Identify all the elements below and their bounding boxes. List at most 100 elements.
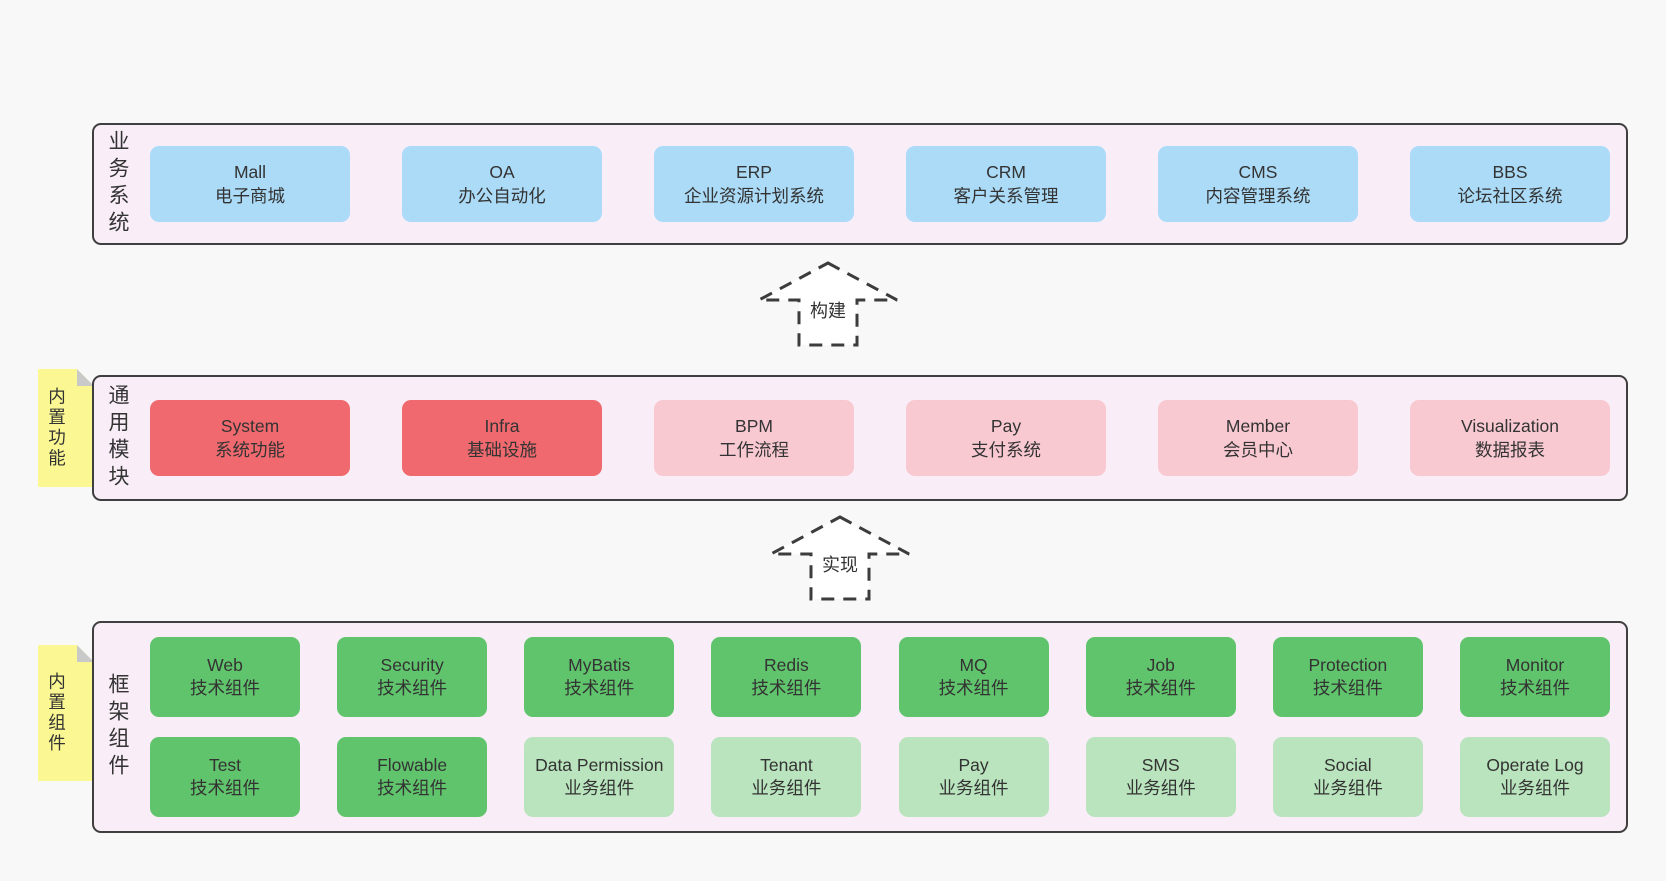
- components-layer-label: 框架组件: [106, 673, 129, 781]
- box-mall: Mall 电子商城: [150, 146, 350, 222]
- box-title: Flowable: [377, 755, 448, 775]
- box-subtitle: 会员中心: [1223, 440, 1293, 460]
- sticky-label: 内置功能: [46, 387, 67, 469]
- box-subtitle: 办公自动化: [458, 186, 546, 206]
- box-subtitle: 技术组件: [564, 678, 635, 698]
- box-title: CRM: [986, 162, 1026, 182]
- box-operate-log: Operate Log 业务组件: [1459, 737, 1610, 817]
- box-subtitle: 技术组件: [751, 678, 822, 698]
- box-title: CMS: [1238, 162, 1278, 182]
- box-subtitle: 技术组件: [377, 678, 448, 698]
- box-subtitle: 电子商城: [215, 186, 285, 206]
- components-row-1: Web 技术组件 Security 技术组件 MyBatis 技术组件 Redi…: [150, 637, 1610, 717]
- box-title: Web: [207, 655, 243, 675]
- sticky-note-built-in-components: 内置组件: [38, 645, 94, 781]
- sticky-label: 内置组件: [46, 672, 67, 754]
- box-bbs: BBS 论坛社区系统: [1410, 146, 1610, 222]
- box-subtitle: 技术组件: [190, 778, 260, 798]
- box-pay-business: Pay 业务组件: [898, 737, 1049, 817]
- box-title: OA: [489, 162, 515, 182]
- box-title: System: [220, 416, 280, 436]
- sticky-note-built-in-features: 内置功能: [38, 369, 94, 487]
- box-data-permission: Data Permission 业务组件: [524, 737, 675, 817]
- box-subtitle: 支付系统: [971, 440, 1041, 460]
- box-title: Pay: [990, 416, 1022, 436]
- box-subtitle: 技术组件: [1499, 678, 1570, 698]
- box-title: Infra: [484, 416, 520, 436]
- box-subtitle: 基础设施: [467, 440, 537, 460]
- box-visualization: Visualization 数据报表: [1410, 400, 1610, 476]
- box-title: ERP: [736, 162, 772, 182]
- box-subtitle: 技术组件: [1312, 678, 1383, 698]
- box-tenant: Tenant 业务组件: [711, 737, 862, 817]
- business-layer-label: 业务系统: [106, 130, 129, 238]
- box-pay: Pay 支付系统: [906, 400, 1106, 476]
- box-title: Job: [1146, 655, 1175, 675]
- box-title: BBS: [1492, 162, 1528, 182]
- box-subtitle: 工作流程: [719, 440, 789, 460]
- box-title: Security: [380, 655, 444, 675]
- business-boxes-row: Mall 电子商城 OA 办公自动化 ERP 企业资源计划系统 CRM 客户关系…: [150, 125, 1610, 243]
- box-title: Operate Log: [1486, 755, 1584, 775]
- framework-components-layer: 框架组件 Web 技术组件 Security 技术组件 MyBatis 技术组件…: [92, 621, 1628, 833]
- box-title: BPM: [735, 416, 773, 436]
- implement-arrow-icon: 实现: [770, 515, 910, 601]
- components-row-2: Test 技术组件 Flowable 技术组件 Data Permission …: [150, 737, 1610, 817]
- box-subtitle: 技术组件: [190, 678, 260, 698]
- business-systems-layer: 业务系统 Mall 电子商城 OA 办公自动化 ERP 企业资源计划系统 CRM…: [92, 123, 1628, 245]
- box-member: Member 会员中心: [1158, 400, 1358, 476]
- box-subtitle: 业务组件: [1125, 778, 1196, 798]
- box-oa: OA 办公自动化: [402, 146, 602, 222]
- box-title: Mall: [233, 162, 267, 182]
- box-subtitle: 客户关系管理: [953, 186, 1059, 206]
- box-web: Web 技术组件: [150, 637, 300, 717]
- box-infra: Infra 基础设施: [402, 400, 602, 476]
- box-system: System 系统功能: [150, 400, 350, 476]
- box-mybatis: MyBatis 技术组件: [524, 637, 675, 717]
- box-title: Social: [1324, 755, 1372, 775]
- box-subtitle: 业务组件: [938, 778, 1009, 798]
- box-subtitle: 内容管理系统: [1205, 186, 1311, 206]
- box-subtitle: 论坛社区系统: [1457, 186, 1563, 206]
- box-title: MQ: [959, 655, 988, 675]
- box-title: Visualization: [1461, 416, 1559, 436]
- build-arrow-icon: 构建: [758, 261, 898, 347]
- box-social: Social 业务组件: [1272, 737, 1423, 817]
- box-subtitle: 业务组件: [751, 778, 822, 798]
- box-title: MyBatis: [568, 655, 631, 675]
- box-title: Tenant: [760, 755, 813, 775]
- box-erp: ERP 企业资源计划系统: [654, 146, 854, 222]
- box-subtitle: 技术组件: [938, 678, 1009, 698]
- box-sms: SMS 业务组件: [1085, 737, 1236, 817]
- box-subtitle: 技术组件: [1125, 678, 1196, 698]
- components-grid: Web 技术组件 Security 技术组件 MyBatis 技术组件 Redi…: [150, 623, 1610, 831]
- box-title: Member: [1225, 416, 1291, 436]
- box-crm: CRM 客户关系管理: [906, 146, 1106, 222]
- box-subtitle: 技术组件: [377, 778, 448, 798]
- box-bpm: BPM 工作流程: [654, 400, 854, 476]
- box-title: SMS: [1141, 755, 1180, 775]
- box-title: Test: [208, 755, 242, 775]
- box-cms: CMS 内容管理系统: [1158, 146, 1358, 222]
- box-title: Redis: [764, 655, 809, 675]
- box-security: Security 技术组件: [337, 637, 488, 717]
- box-monitor: Monitor 技术组件: [1459, 637, 1610, 717]
- box-title: Protection: [1308, 655, 1388, 675]
- box-subtitle: 企业资源计划系统: [684, 186, 824, 206]
- common-modules-layer: 通用模块 System 系统功能 Infra 基础设施 BPM 工作流程 Pay…: [92, 375, 1628, 501]
- modules-boxes-row: System 系统功能 Infra 基础设施 BPM 工作流程 Pay 支付系统…: [150, 377, 1610, 499]
- box-subtitle: 数据报表: [1475, 440, 1545, 460]
- box-flowable: Flowable 技术组件: [337, 737, 488, 817]
- box-subtitle: 系统功能: [215, 440, 285, 460]
- box-mq: MQ 技术组件: [898, 637, 1049, 717]
- modules-layer-label: 通用模块: [106, 384, 129, 492]
- build-arrow-label: 构建: [810, 301, 846, 321]
- box-title: Monitor: [1505, 655, 1565, 675]
- box-redis: Redis 技术组件: [711, 637, 862, 717]
- box-subtitle: 业务组件: [1312, 778, 1383, 798]
- box-title: Pay: [958, 755, 989, 775]
- box-subtitle: 业务组件: [564, 778, 635, 798]
- box-protection: Protection 技术组件: [1272, 637, 1423, 717]
- box-subtitle: 业务组件: [1499, 778, 1570, 798]
